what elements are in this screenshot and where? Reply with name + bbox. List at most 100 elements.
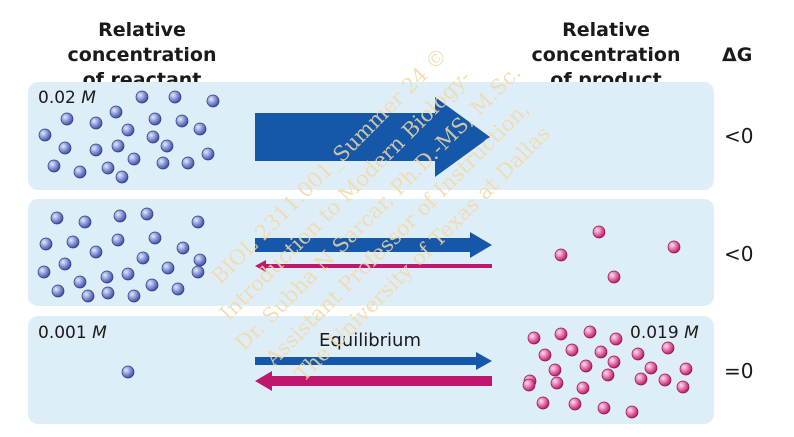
equilibrium-label: Equilibrium	[319, 330, 421, 351]
reactant-molecule	[73, 165, 87, 179]
product-molecule	[594, 345, 608, 359]
panel3-delta-g: =0	[724, 359, 754, 383]
product-molecule	[634, 372, 648, 386]
product-molecule	[522, 378, 536, 392]
product-molecule	[676, 380, 690, 394]
panel3-reactant-value: 0.001	[38, 323, 87, 343]
reactant-molecule	[160, 139, 174, 153]
product-molecule	[554, 327, 568, 341]
product-molecule	[579, 359, 593, 373]
reactant-molecule	[121, 267, 135, 281]
product-molecule	[658, 373, 672, 387]
reactant-molecule	[101, 161, 115, 175]
reactant-molecule	[193, 253, 207, 267]
product-molecule	[568, 397, 582, 411]
panel3-product-value: 0.019	[630, 323, 679, 343]
panel1-forward-arrow	[255, 97, 490, 177]
reactant-molecule	[51, 284, 65, 298]
reactant-molecule	[193, 122, 207, 136]
reactant-molecule	[38, 128, 52, 142]
panel3-product-unit: M	[684, 323, 699, 343]
reactant-molecule	[161, 261, 175, 275]
reactant-molecule	[78, 215, 92, 229]
reactant-molecule	[148, 112, 162, 126]
reactant-molecule	[135, 90, 149, 104]
panel3-reverse-arrow	[255, 371, 492, 391]
panel1-reactant-unit: M	[81, 88, 96, 108]
reactant-molecule	[39, 237, 53, 251]
reactant-molecule	[115, 170, 129, 184]
reactant-molecule	[47, 159, 61, 173]
reactant-molecule	[127, 289, 141, 303]
product-molecule	[607, 355, 621, 369]
panel2-reverse-arrow	[255, 260, 492, 272]
delta-g-header: ΔG	[722, 44, 753, 66]
reactant-molecule	[127, 152, 141, 166]
reactant-molecule	[191, 215, 205, 229]
reactant-molecule	[140, 207, 154, 221]
reactant-molecule	[89, 245, 103, 259]
reactant-molecule	[73, 275, 87, 289]
product-header-line1: Relative concentration	[531, 19, 681, 66]
product-molecule	[667, 240, 681, 254]
reactant-molecule	[111, 233, 125, 247]
reactant-molecule	[37, 265, 51, 279]
product-molecule	[607, 270, 621, 284]
product-molecule	[583, 325, 597, 339]
reactant-molecule	[146, 130, 160, 144]
reactant-molecule	[136, 251, 150, 265]
reactant-molecule	[50, 211, 64, 225]
product-molecule	[565, 343, 579, 357]
product-molecule	[592, 225, 606, 239]
reactant-header-line1: Relative concentration	[67, 19, 217, 66]
reactant-molecule	[89, 116, 103, 130]
reactant-molecule	[121, 365, 135, 379]
product-molecule	[527, 331, 541, 345]
product-molecule	[597, 401, 611, 415]
reactant-molecule	[176, 241, 190, 255]
panel2-delta-g: <0	[724, 242, 754, 266]
panel1-reactant-value: 0.02	[38, 88, 76, 108]
reactant-molecule	[101, 286, 115, 300]
product-molecule	[679, 362, 693, 376]
reactant-molecule	[100, 270, 114, 284]
reactant-molecule	[109, 105, 123, 119]
panel3-product-concentration: 0.019 M	[630, 323, 699, 343]
reactant-molecule	[145, 278, 159, 292]
reactant-molecule	[156, 156, 170, 170]
product-molecule	[550, 376, 564, 390]
product-molecule	[576, 381, 590, 395]
reactant-molecule	[175, 114, 189, 128]
reactant-molecule	[191, 265, 205, 279]
panel3-forward-arrow	[255, 352, 492, 370]
product-molecule	[538, 348, 552, 362]
reactant-molecule	[58, 257, 72, 271]
product-molecule	[601, 368, 615, 382]
panel3-reactant-unit: M	[92, 323, 107, 343]
reactant-molecule	[148, 231, 162, 245]
panel1-reactant-concentration: 0.02 M	[38, 88, 96, 108]
reactant-molecule	[89, 143, 103, 157]
panel3-reactant-concentration: 0.001 M	[38, 323, 107, 343]
reactant-molecule	[201, 147, 215, 161]
reactant-molecule	[58, 141, 72, 155]
product-molecule	[644, 361, 658, 375]
reactant-molecule	[121, 123, 135, 137]
product-molecule	[536, 396, 550, 410]
product-molecule	[548, 363, 562, 377]
product-molecule	[625, 405, 639, 419]
product-molecule	[609, 332, 623, 346]
reactant-molecule	[181, 156, 195, 170]
product-molecule	[631, 347, 645, 361]
reactant-molecule	[168, 90, 182, 104]
panel2-forward-arrow	[255, 232, 492, 258]
panel1-delta-g: <0	[724, 124, 754, 148]
reactant-molecule	[60, 112, 74, 126]
reactant-molecule	[171, 282, 185, 296]
reactant-molecule	[81, 289, 95, 303]
reactant-molecule	[111, 139, 125, 153]
product-molecule	[554, 248, 568, 262]
product-molecule	[661, 341, 675, 355]
reactant-molecule	[66, 235, 80, 249]
